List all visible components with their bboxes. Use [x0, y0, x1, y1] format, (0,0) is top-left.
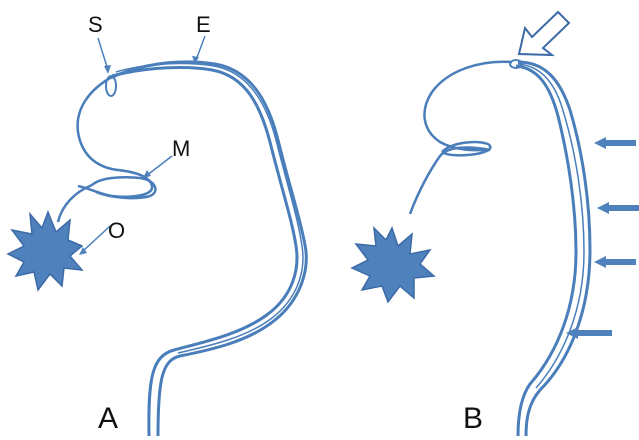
s-pointer [98, 38, 111, 74]
starburst-icon [352, 228, 434, 302]
loop-b [410, 62, 512, 214]
tube-a-inner [112, 68, 297, 436]
tube-b-outer [518, 62, 590, 436]
label-o: O [108, 220, 125, 242]
block-arrow-1 [594, 137, 636, 149]
tube-a-outer [110, 62, 306, 436]
label-m: M [172, 138, 190, 160]
block-arrow-2 [597, 202, 639, 214]
e-pointer [192, 36, 205, 64]
tube-b-inner [516, 66, 576, 436]
starburst-icon [8, 212, 82, 290]
label-s: S [88, 14, 103, 36]
o-pointer [79, 226, 110, 255]
outline-arrow-icon [519, 12, 569, 55]
label-e: E [196, 14, 211, 36]
m-to-o-line [58, 185, 92, 222]
panel-label-a: A [98, 404, 118, 434]
block-arrow-3 [594, 256, 636, 268]
m-pointer [143, 156, 172, 178]
panel-b [352, 12, 639, 436]
panel-a [8, 36, 306, 436]
panel-label-b: B [463, 404, 483, 434]
